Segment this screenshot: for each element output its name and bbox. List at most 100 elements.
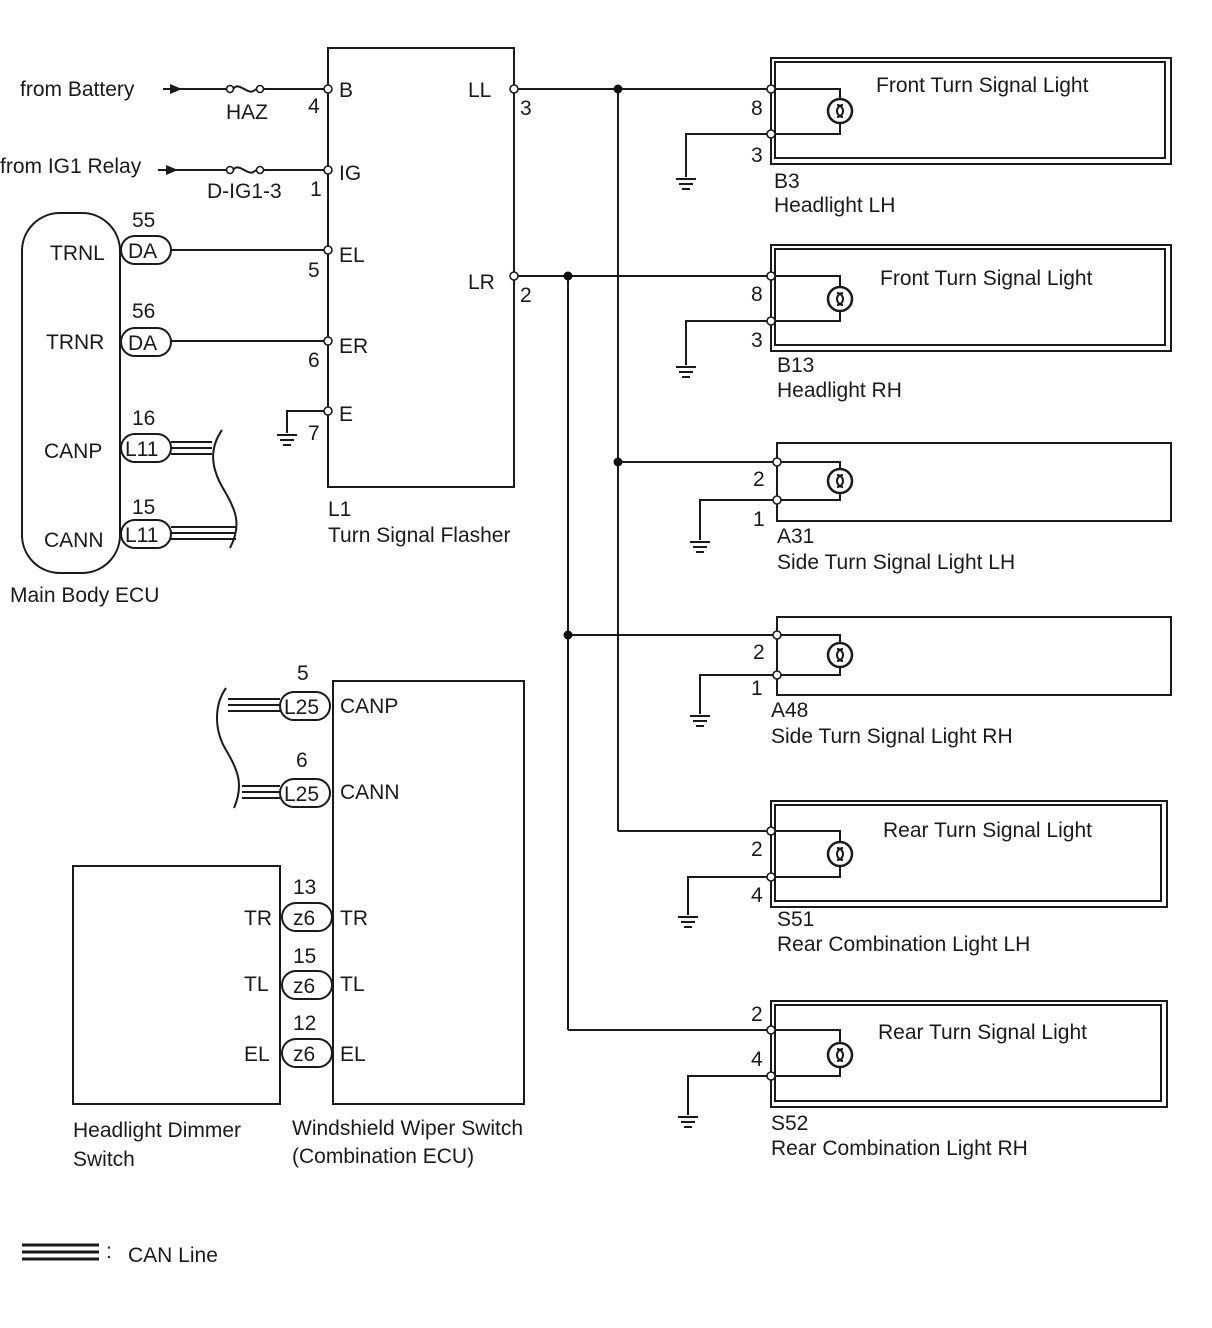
light-pin-top: 2 [751, 838, 763, 861]
bulb-icon [826, 840, 854, 868]
light-pin-bottom: 1 [751, 677, 763, 700]
ground-icon [677, 1116, 699, 1128]
connector-l25: L25 [284, 696, 319, 719]
light-code: B3 [774, 170, 800, 193]
pin-e-number: 7 [308, 422, 320, 445]
pin-e-label: E [339, 403, 353, 426]
connector-da: DA [128, 332, 157, 355]
wire-break-icon [216, 687, 241, 809]
light-title: Front Turn Signal Light [880, 267, 1093, 290]
fuse-icon [225, 165, 265, 175]
ecu-pin-56: 56 [132, 300, 155, 323]
pin-b-label: B [339, 79, 353, 102]
pin-ig-number: 1 [310, 178, 322, 201]
pin-ig-label: IG [339, 162, 361, 185]
light-a31: 2 1 A31 Side Turn Signal Light LH [689, 442, 1172, 574]
pin-lr-label: LR [468, 271, 495, 294]
legend-label: CAN Line [128, 1244, 218, 1267]
wiper-signal-el: EL [340, 1043, 366, 1066]
pin-b-number: 4 [308, 95, 320, 118]
fuse-dig1-label: D-IG1-3 [207, 180, 282, 203]
light-name: Headlight LH [774, 194, 895, 217]
dimmer-pin-tl: TL [244, 973, 269, 996]
ecu-signal-cann: CANN [44, 529, 104, 552]
ecu-signal-trnl: TRNL [50, 242, 105, 265]
light-code: A48 [771, 699, 808, 722]
pin-b [323, 84, 333, 94]
ecu-name: Main Body ECU [10, 584, 159, 607]
ecu-pin-16: 16 [132, 407, 155, 430]
pin-el-label: EL [339, 244, 365, 267]
light-title: Rear Turn Signal Light [883, 819, 1092, 842]
flasher-name: Turn Signal Flasher [328, 524, 510, 547]
wire-break-icon [212, 429, 238, 549]
wiper-pin-12: 12 [293, 1012, 316, 1035]
ecu-signal-trnr: TRNR [46, 331, 104, 354]
wiper-signal-tr: TR [340, 907, 368, 930]
dimmer-subname: Switch [73, 1148, 135, 1171]
pin-el [323, 245, 333, 255]
light-s52: Rear Turn Signal Light 2 4 S52 Rear Comb… [677, 1000, 1168, 1160]
dimmer-name: Headlight Dimmer [73, 1119, 241, 1142]
windshield-wiper-switch: 5 L25 CANP 6 L25 CANN 13 z6 TR 15 z6 TL … [216, 662, 525, 1168]
light-pin-bottom: 4 [751, 884, 763, 907]
can-line-legend-icon [22, 1243, 99, 1261]
pin-lr-number: 2 [520, 284, 532, 307]
connector-l25: L25 [284, 783, 319, 806]
headlight-dimmer-switch: TR TL EL Headlight Dimmer Switch [72, 865, 281, 1171]
pin-er-number: 6 [308, 349, 320, 372]
bulb-icon [826, 467, 854, 495]
pin-ll [509, 84, 519, 94]
light-a48: 2 1 A48 Side Turn Signal Light RH [689, 616, 1172, 748]
dimmer-pin-tr: TR [244, 907, 272, 930]
wiper-pin-15: 15 [293, 945, 316, 968]
connector-z6: z6 [293, 1043, 315, 1066]
light-pin-top: 8 [751, 97, 763, 120]
light-title: Front Turn Signal Light [876, 74, 1089, 97]
light-code: S52 [771, 1112, 808, 1135]
pin-er [323, 336, 333, 346]
ground-icon [689, 541, 711, 553]
turn-signal-flasher: B 4 IG 1 EL 5 ER 6 E 7 LL 3 LR 2 L1 Turn… [276, 47, 532, 547]
wiper-signal-cann: CANN [340, 781, 400, 804]
light-name: Rear Combination Light RH [771, 1137, 1028, 1160]
light-name: Rear Combination Light LH [777, 933, 1030, 956]
arrow-icon [170, 84, 182, 94]
ll-bus [518, 84, 774, 832]
legend: : CAN Line [22, 1240, 218, 1267]
wiper-pin-6: 6 [296, 749, 308, 772]
connector-z6: z6 [293, 975, 315, 998]
arrow-icon [166, 165, 178, 175]
connector-z6: z6 [293, 907, 315, 930]
bulb-icon [826, 97, 854, 125]
light-b3: Front Turn Signal Light 8 3 B3 Headlight… [675, 57, 1172, 217]
light-s51: Rear Turn Signal Light 2 4 S51 Rear Comb… [677, 800, 1168, 956]
light-code: B13 [777, 354, 814, 377]
lr-bus [518, 271, 774, 1031]
can-line [228, 698, 280, 712]
connector-l11: L11 [125, 524, 158, 547]
ecu-signal-canp: CANP [44, 440, 102, 463]
wiper-name: Windshield Wiper Switch [292, 1117, 523, 1140]
light-pin-top: 2 [751, 1003, 763, 1026]
connector-da: DA [128, 240, 157, 263]
can-line [242, 785, 280, 799]
wiper-pin-13: 13 [293, 876, 316, 899]
battery-label: from Battery [20, 78, 135, 101]
light-pin-top: 2 [753, 468, 765, 491]
bulb-icon [826, 1041, 854, 1069]
main-body-ecu: TRNL TRNR CANP CANN 55 DA 56 DA 16 L11 1… [10, 209, 324, 607]
pin-lr [509, 271, 519, 281]
light-pin-top: 2 [753, 641, 765, 664]
fuse-haz-label: HAZ [226, 101, 268, 124]
pin-e [323, 406, 333, 416]
ground-icon [675, 178, 697, 190]
light-pin-top: 8 [751, 283, 763, 306]
connector-l11: L11 [125, 438, 158, 461]
legend-separator: : [106, 1240, 112, 1263]
light-name: Headlight RH [777, 379, 902, 402]
ecu-pin-55: 55 [132, 209, 155, 232]
ground-icon [677, 916, 699, 928]
pin-er-label: ER [339, 335, 368, 358]
